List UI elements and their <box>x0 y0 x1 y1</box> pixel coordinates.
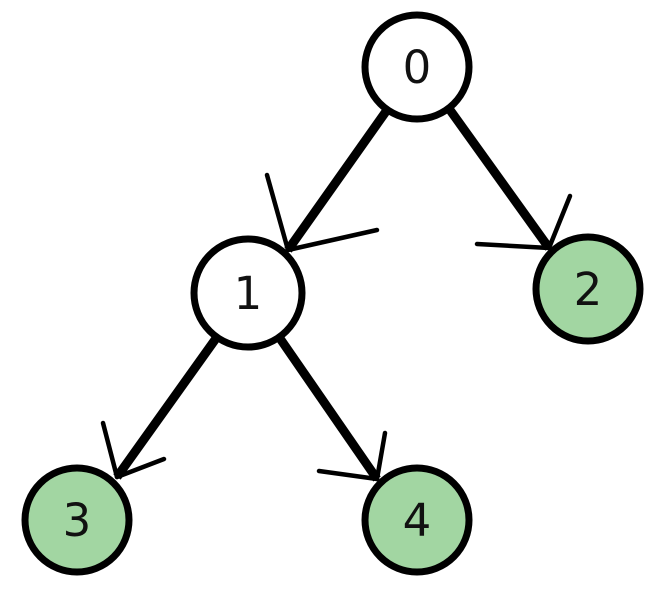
tree-node-2: 2 <box>532 233 644 345</box>
tree-node-1-label: 1 <box>234 267 263 320</box>
tree-node-0: 0 <box>361 11 473 123</box>
tree-edge-1-3 <box>100 334 221 480</box>
tree-node-0-circle <box>361 11 473 123</box>
edge-1-3-arrowhead-barb-0 <box>100 420 120 480</box>
edge-1-3-arrowhead-barb-1 <box>114 456 167 480</box>
nodes-layer: 0 1 2 3 4 <box>21 11 644 576</box>
tree-node-4: 4 <box>361 464 473 576</box>
tree-node-0-label: 0 <box>403 41 432 94</box>
tree-edge-0-2 <box>446 107 573 251</box>
tree-node-2-circle <box>532 233 644 345</box>
edges-layer <box>100 107 573 482</box>
edge-0-2-arrowhead-barb-1 <box>474 241 552 251</box>
tree-node-3: 3 <box>21 464 133 576</box>
edge-0-2-shaft <box>446 107 553 251</box>
edge-1-4-shaft <box>275 334 381 482</box>
tree-edge-0-1 <box>264 107 391 253</box>
tree-node-2-label: 2 <box>574 263 603 316</box>
tree-node-1-circle <box>190 235 306 351</box>
edge-1-4-arrowhead-barb-0 <box>374 430 388 482</box>
edge-0-1-arrowhead-barb-0 <box>264 172 291 253</box>
edge-1-3-shaft <box>113 334 221 480</box>
tree-edge-1-4 <box>275 334 388 482</box>
tree-node-1: 1 <box>190 235 306 351</box>
edge-0-1-arrowhead-barb-1 <box>285 227 380 253</box>
tree-node-3-label: 3 <box>63 494 92 547</box>
edge-0-2-arrowhead-barb-0 <box>546 193 573 251</box>
edge-1-4-arrowhead-barb-1 <box>316 468 380 482</box>
edge-0-1-shaft <box>284 107 391 253</box>
tree-node-4-label: 4 <box>403 494 432 547</box>
tree-node-3-circle <box>21 464 133 576</box>
tree-node-4-circle <box>361 464 473 576</box>
